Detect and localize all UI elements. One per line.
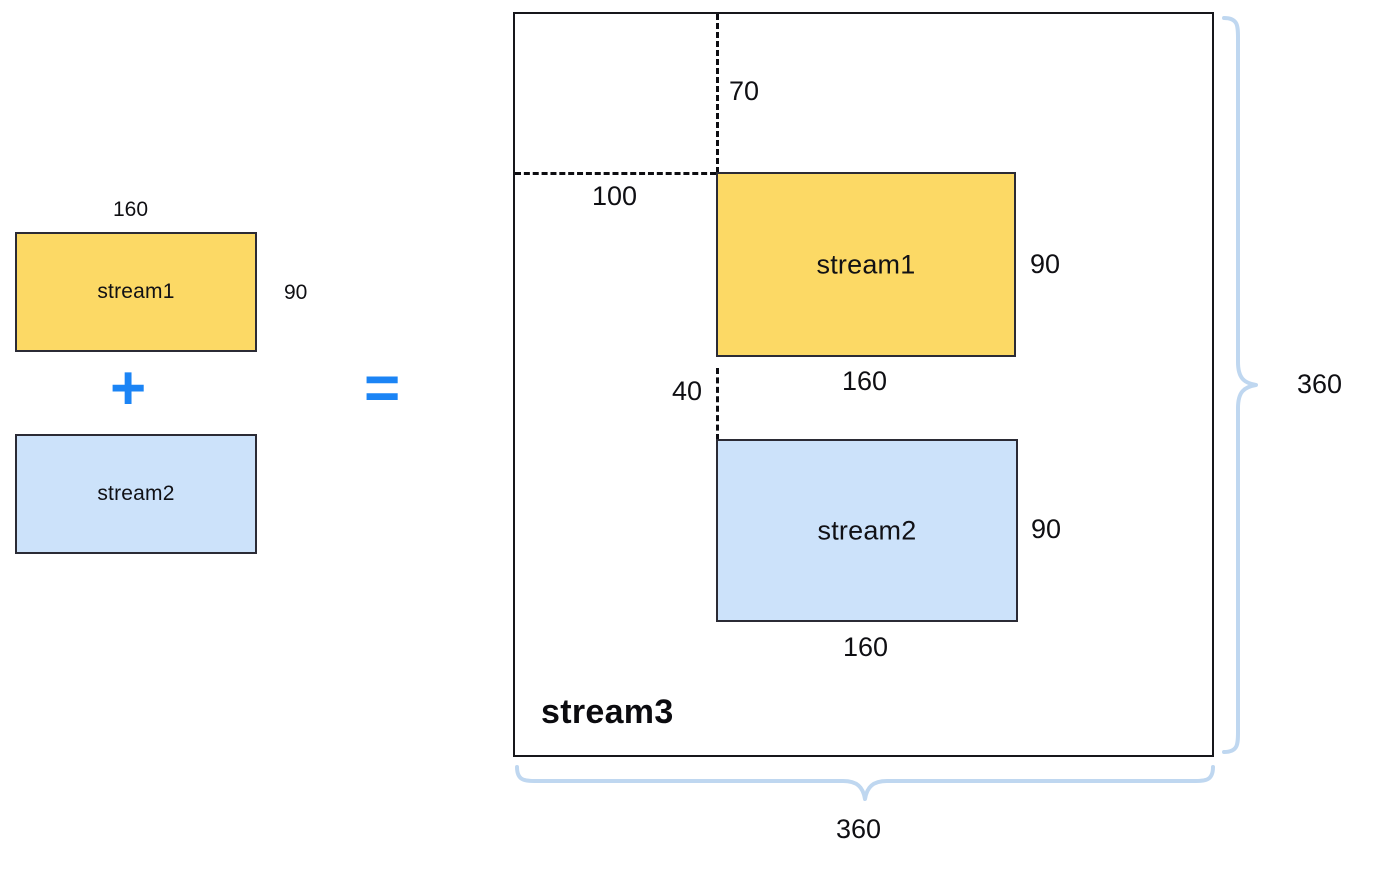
stream3-width-label: 360 bbox=[836, 814, 882, 844]
left-stream1-width-label: 160 bbox=[113, 198, 149, 221]
left-stream1-box[interactable]: stream1 bbox=[15, 232, 257, 352]
left-stream2-label: stream2 bbox=[97, 482, 175, 505]
stream3-stream2-label: stream2 bbox=[817, 515, 917, 545]
stream3-offset-y-label: 70 bbox=[729, 76, 760, 106]
height-brace bbox=[1218, 12, 1260, 758]
left-stream1-height-label: 90 bbox=[284, 281, 308, 304]
stream3-stream1-label: stream1 bbox=[816, 249, 916, 279]
stream3-stream1-width-label: 160 bbox=[842, 366, 888, 396]
equals-operator: = bbox=[364, 354, 401, 423]
stream3-vertical-guide bbox=[716, 14, 719, 173]
width-brace bbox=[513, 763, 1217, 807]
stream3-canvas-box[interactable] bbox=[513, 12, 1214, 757]
stream3-horizontal-guide bbox=[515, 172, 716, 175]
plus-operator: + bbox=[110, 354, 147, 423]
stream3-stream1-height-label: 90 bbox=[1030, 249, 1061, 279]
stream3-stream2-height-label: 90 bbox=[1031, 514, 1062, 544]
stream3-title: stream3 bbox=[541, 693, 674, 731]
stream3-stream2-width-label: 160 bbox=[843, 632, 889, 662]
stream3-offset-x-label: 100 bbox=[592, 181, 638, 211]
stream3-gap-label: 40 bbox=[672, 376, 703, 406]
left-stream2-box[interactable]: stream2 bbox=[15, 434, 257, 554]
stream3-gap-guide bbox=[716, 368, 719, 440]
left-stream1-label: stream1 bbox=[97, 280, 175, 303]
stream3-height-label: 360 bbox=[1297, 369, 1343, 399]
stream3-stream1-box[interactable]: stream1 bbox=[716, 172, 1016, 357]
stream3-stream2-box[interactable]: stream2 bbox=[716, 439, 1018, 622]
